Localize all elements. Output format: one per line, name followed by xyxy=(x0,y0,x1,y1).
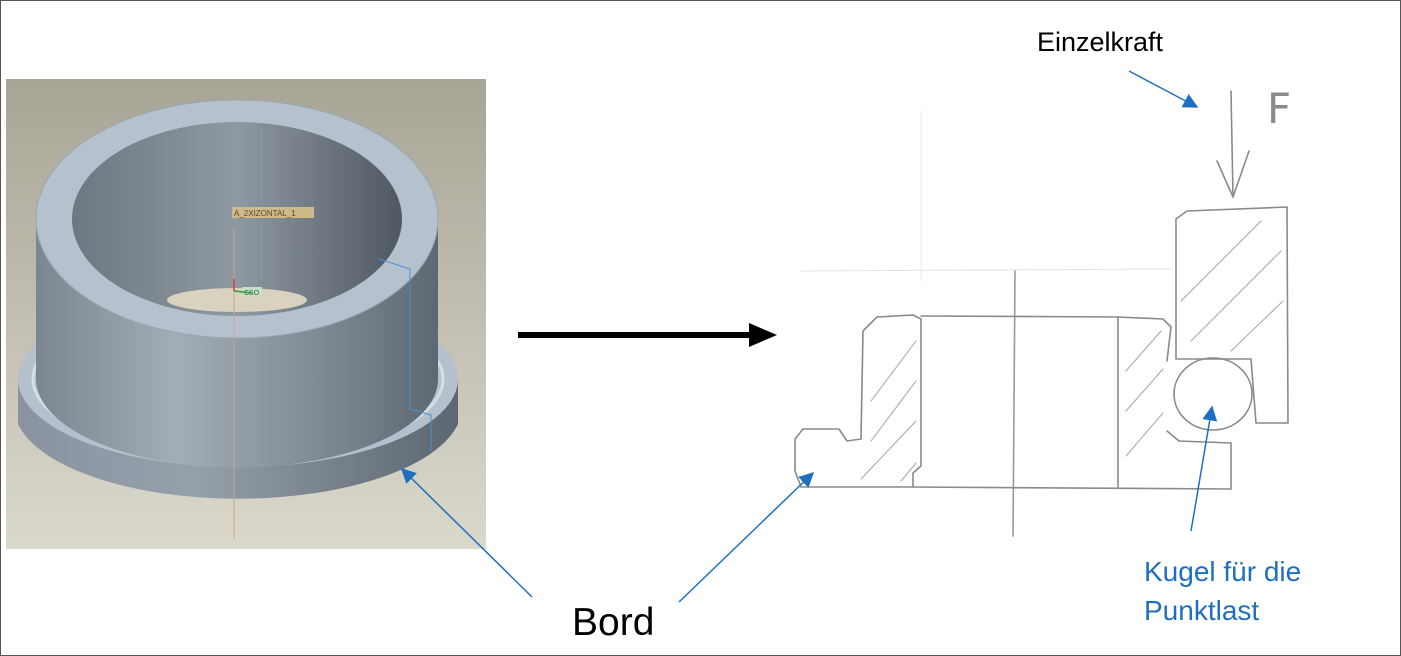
force-arrowhead xyxy=(1216,150,1250,198)
label-bord: Bord xyxy=(572,601,655,644)
ball xyxy=(1173,357,1253,431)
leader-bord-cad xyxy=(400,467,533,598)
label-einzelkraft: Einzelkraft xyxy=(1037,27,1164,57)
center-axis xyxy=(1012,270,1016,537)
datum-plane-label: A_2XIZONTAL_1 xyxy=(234,209,296,218)
csys-tag xyxy=(242,287,262,296)
transition-arrowhead xyxy=(749,323,777,347)
bushing-right-profile xyxy=(1117,316,1232,490)
bore-bottom xyxy=(167,288,307,312)
force-symbol: F xyxy=(1267,84,1291,133)
cad-render-flanged-bushing: A_2XIZONTAL_1 CSO xyxy=(6,79,486,549)
leader-ball xyxy=(1190,405,1218,532)
label-kugel-line1: Kugel für die xyxy=(1144,556,1302,587)
sleeve-bore xyxy=(72,122,402,316)
label-kugel-line2: Punktlast xyxy=(1144,595,1260,626)
label-kugel: Kugel für die Punktlast xyxy=(1144,552,1301,630)
leader-force xyxy=(1128,70,1199,108)
force-arrow-shaft xyxy=(1230,90,1234,198)
datum-plane-tag xyxy=(232,207,314,218)
leader-bord-sketch xyxy=(678,471,815,603)
pressing-block xyxy=(1175,206,1289,424)
